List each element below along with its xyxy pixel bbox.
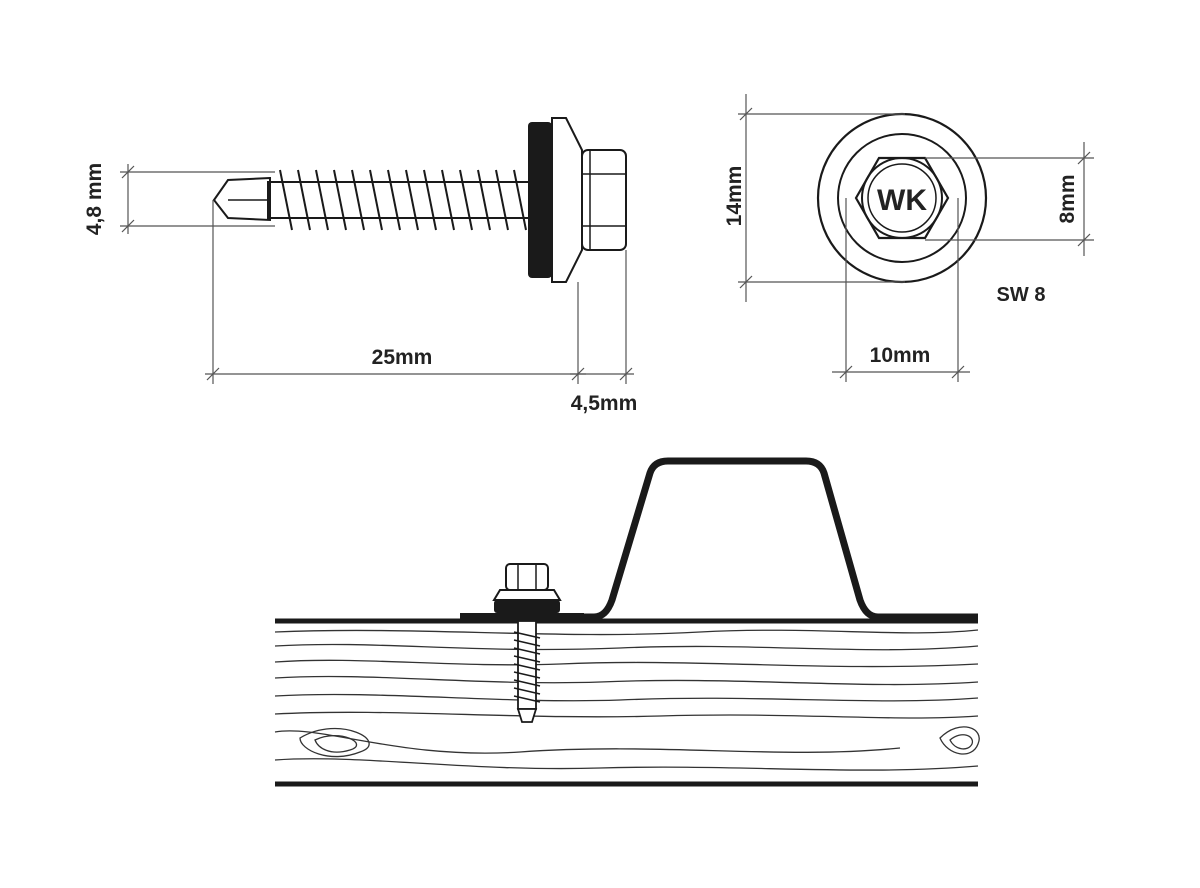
head-across-flats-label: 8mm [1056, 174, 1079, 223]
installed-screw [460, 563, 584, 723]
head-height-label: 4,5mm [571, 392, 638, 415]
roof-sheet-profile [460, 457, 978, 621]
wrench-size-label: SW 8 [997, 284, 1046, 306]
dimension-head-across-flats: 8mm [925, 142, 1094, 256]
drill-tip [212, 176, 271, 222]
head-marking: WK [877, 184, 927, 217]
screw-side-view [212, 117, 627, 283]
installed-hex-head [505, 563, 549, 591]
installation-detail [274, 457, 980, 787]
dimension-thread-diameter: 4,8 mm [83, 163, 275, 235]
screw-top-view: WK [816, 112, 988, 284]
head-flange-outline [837, 133, 967, 263]
hex-inner-circle [861, 157, 943, 239]
steel-washer [551, 117, 583, 283]
dimension-thread-length: 25mm [205, 200, 586, 384]
wooden-batten [274, 618, 980, 787]
hex-head [581, 149, 627, 251]
dimension-head-height: 4,5mm [570, 250, 637, 415]
installed-rubber-washer [494, 600, 560, 613]
thread-length-label: 25mm [372, 346, 433, 369]
rubber-washer [528, 122, 552, 278]
dimension-washer-diameter: 14mm [723, 94, 905, 302]
thread-diameter-label: 4,8 mm [83, 163, 106, 235]
screw-thread [279, 169, 527, 231]
washer-diameter-label: 14mm [723, 166, 746, 227]
hex-across-corners-label: 10mm [870, 344, 931, 367]
dimension-hex-across-corners: 10mm [832, 198, 970, 382]
